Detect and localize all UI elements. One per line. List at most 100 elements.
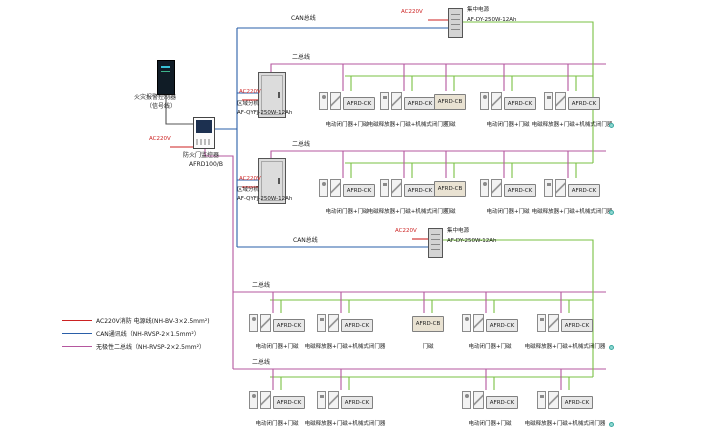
junction-dot	[609, 210, 614, 215]
release-device-icon	[380, 92, 389, 110]
device-group-label: 电动闭门器+门磁	[325, 209, 369, 215]
legend-can-line-swatch	[62, 333, 92, 334]
device-cluster: AFRD-CK	[520, 387, 610, 409]
device-group-label: 门磁	[444, 209, 456, 215]
device-group-row3-3: AFRD-CB 门磁	[383, 310, 473, 350]
device-cluster: AFRD-CK	[363, 175, 453, 197]
door-leaf-icon	[491, 179, 502, 197]
device-cluster: AFRD-CK	[302, 88, 392, 110]
door-closer-icon	[249, 314, 258, 332]
fire-door-monitor-device	[193, 117, 215, 149]
legend-item-ac-power: AC220V消防 电源线(NH-BV-3×2.5mm²)	[62, 314, 210, 327]
central-power-1-cabinet	[448, 8, 463, 38]
door-leaf-icon	[555, 179, 566, 197]
device-group-row1-5: AFRD-CK 电磁释放器+门磁+机械式闭门器	[527, 88, 617, 128]
device-cluster: AFRD-CK	[445, 310, 535, 332]
fire-alarm-controller-label: 火灾报警控制器	[134, 94, 177, 101]
door-closer-icon	[319, 179, 328, 197]
device-group-label: 电动闭门器+门磁	[486, 209, 530, 215]
signal-line-label: （信号线）	[146, 103, 177, 110]
device-cluster: AFRD-CK	[363, 88, 453, 110]
device-cluster: AFRD-CK	[463, 175, 553, 197]
release-device-icon	[317, 314, 326, 332]
two-wire-bus-label-row2: 二总线	[292, 141, 311, 148]
device-cluster: AFRD-CK	[445, 387, 535, 409]
central-power-1-name-label: 集中电源	[467, 7, 490, 13]
door-leaf-icon	[391, 92, 402, 110]
device-cluster: AFRD-CB	[405, 175, 495, 197]
device-cluster: AFRD-CB	[405, 88, 495, 110]
regional-unit-2-name-label: 区域分机	[237, 187, 260, 193]
device-group-label: 电动闭门器+门磁	[255, 344, 299, 350]
door-leaf-icon	[491, 92, 502, 110]
fire-alarm-controller-device	[157, 60, 175, 95]
module-afrd-ck: AFRD-CK	[568, 97, 600, 110]
door-leaf-icon	[548, 391, 559, 409]
door-leaf-icon	[555, 92, 566, 110]
junction-dot	[609, 345, 614, 350]
device-cluster: AFRD-CK	[463, 88, 553, 110]
device-group-row1-4: AFRD-CK 电动闭门器+门磁	[463, 88, 553, 128]
module-afrd-ck: AFRD-CK	[273, 319, 305, 332]
module-afrd-ck: AFRD-CK	[486, 396, 518, 409]
regional-unit-1-name-label: 区域分机	[237, 101, 260, 107]
module-afrd-cb: AFRD-CB	[434, 181, 466, 197]
release-device-icon	[537, 314, 546, 332]
two-wire-bus-label-row4: 二总线	[252, 359, 271, 366]
junction-dot	[609, 422, 614, 427]
door-leaf-icon	[473, 314, 484, 332]
module-afrd-ck: AFRD-CK	[341, 396, 373, 409]
module-afrd-ck: AFRD-CK	[486, 319, 518, 332]
central-power-2-cabinet	[428, 228, 443, 258]
monitor-model-label: AFRD100/B	[189, 161, 223, 168]
device-group-label: 电动闭门器+门磁	[468, 344, 512, 350]
module-afrd-ck: AFRD-CK	[341, 319, 373, 332]
legend-two-wire-bus-swatch	[62, 346, 92, 347]
device-group-label: 电磁释放器+门磁+机械式闭门器	[304, 421, 386, 427]
module-afrd-ck: AFRD-CK	[273, 396, 305, 409]
monitor-ac220v-label: AC220V	[149, 136, 171, 142]
module-afrd-ck: AFRD-CK	[561, 319, 593, 332]
door-leaf-icon	[473, 391, 484, 409]
door-leaf-icon	[260, 391, 271, 409]
door-leaf-icon	[260, 314, 271, 332]
device-cluster: AFRD-CK	[302, 175, 392, 197]
module-afrd-ck: AFRD-CK	[561, 396, 593, 409]
door-leaf-icon	[328, 391, 339, 409]
legend-item-can: CAN通讯线（NH-RVSP-2×1.5mm²）	[62, 327, 210, 340]
device-cluster: AFRD-CK	[520, 310, 610, 332]
two-wire-bus-trunks	[204, 63, 606, 370]
legend-ac-power-line-text: AC220V消防 电源线(NH-BV-3×2.5mm²)	[96, 318, 210, 325]
module-afrd-ck: AFRD-CK	[504, 184, 536, 197]
regional-unit-2-ac220v-label: AC220V	[239, 176, 261, 182]
module-afrd-cb: AFRD-CB	[434, 94, 466, 110]
release-device-icon	[544, 92, 553, 110]
monitor-screen	[196, 120, 212, 133]
legend-item-two-wire-bus: 无极性二总线（NH-RVSP-2×2.5mm²）	[62, 340, 210, 353]
device-cluster: AFRD-CK	[300, 310, 390, 332]
module-afrd-ck: AFRD-CK	[568, 184, 600, 197]
device-group-label: 电磁释放器+门磁+机械式闭门器	[531, 122, 613, 128]
module-afrd-cb: AFRD-CB	[412, 316, 444, 332]
legend-can-line-text: CAN通讯线（NH-RVSP-2×1.5mm²）	[96, 331, 200, 338]
device-group-label: 电动闭门器+门磁	[486, 122, 530, 128]
door-closer-icon	[462, 314, 471, 332]
legend: AC220V消防 电源线(NH-BV-3×2.5mm²) CAN通讯线（NH-R…	[62, 314, 210, 353]
door-leaf-icon	[328, 314, 339, 332]
regional-unit-1-cabinet	[258, 72, 286, 118]
monitor-name-label: 防火门监控器	[183, 152, 220, 159]
device-group-label: 电磁释放器+门磁+机械式闭门器	[524, 344, 606, 350]
module-afrd-ck: AFRD-CK	[343, 97, 375, 110]
device-group-row2-3: AFRD-CB 门磁	[405, 175, 495, 215]
legend-ac-power-line-swatch	[62, 320, 92, 321]
central-power-2-name-label: 集中电源	[447, 228, 470, 234]
device-group-label: 门磁	[422, 344, 434, 350]
